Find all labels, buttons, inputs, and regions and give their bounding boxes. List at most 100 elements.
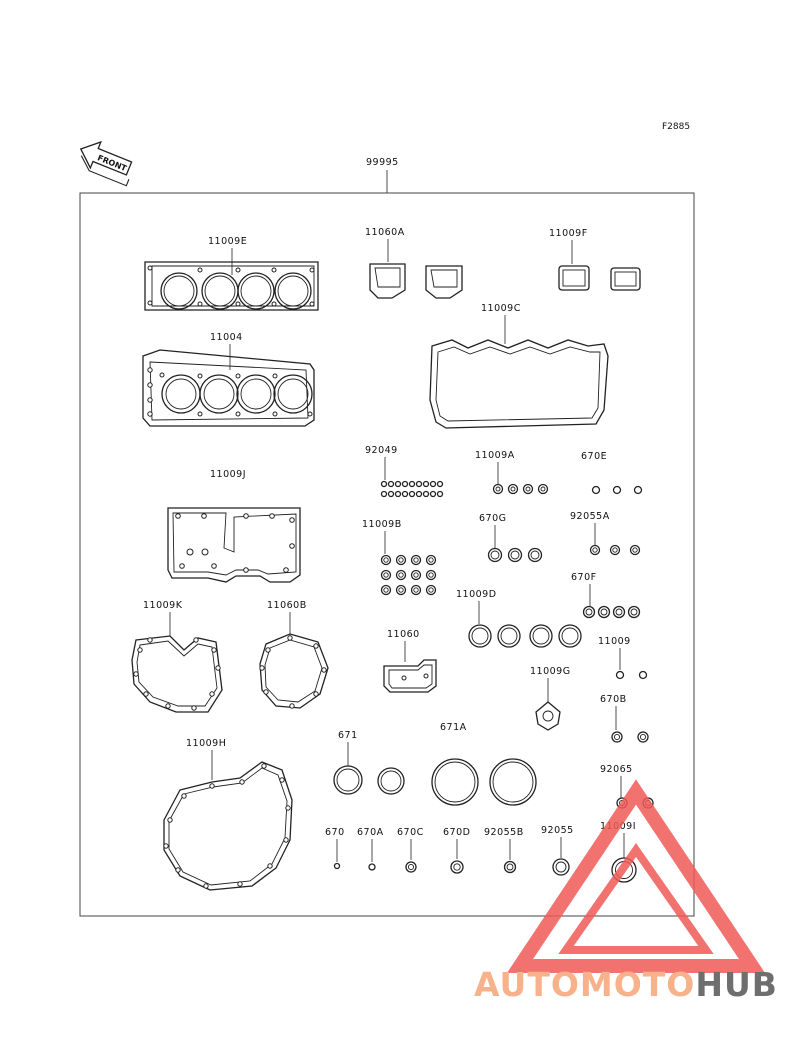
- gasket-11009H: [163, 761, 293, 891]
- label-92055A: 92055A: [570, 511, 610, 522]
- label-670A: 670A: [357, 827, 384, 838]
- label-670F: 670F: [571, 572, 597, 583]
- seal-ring: [429, 490, 437, 498]
- label-11060: 11060: [387, 629, 420, 640]
- seal-ring: [425, 554, 437, 566]
- gasket-11060B: [259, 633, 329, 709]
- label-11060A: 11060A: [365, 227, 405, 238]
- oring-set-671A: [431, 758, 537, 806]
- seal-ring: [410, 569, 422, 581]
- seal-ring: [395, 569, 407, 581]
- label-92055B: 92055B: [484, 827, 524, 838]
- oring-set-670F: [582, 605, 641, 619]
- seal-ring-inner: [383, 587, 389, 593]
- label-11009F: 11009F: [549, 228, 588, 239]
- seal-ring: [415, 490, 423, 498]
- gasket-11009F: [558, 265, 641, 291]
- label-11009A: 11009A: [475, 450, 515, 461]
- label-670G: 670G: [479, 513, 507, 524]
- seal-ring: [380, 480, 388, 488]
- label-11009D: 11009D: [456, 589, 497, 600]
- seal-ring: [415, 480, 423, 488]
- label-11009H: 11009H: [186, 738, 226, 749]
- seal-ring: [380, 569, 392, 581]
- label-11009J: 11009J: [210, 469, 246, 480]
- label-671A: 671A: [440, 722, 467, 733]
- washer-set-11009A: [492, 483, 549, 495]
- gasket-11009E: [144, 261, 319, 311]
- gasket-11009C: [429, 339, 609, 429]
- oring-set-671: [333, 765, 405, 795]
- seal-ring: [429, 480, 437, 488]
- watermark-part-2: HUB: [695, 965, 778, 1004]
- watermark-part-1: AUTOMOTO: [474, 965, 695, 1004]
- oring-set-670E: [591, 485, 643, 495]
- seal-ring: [401, 480, 409, 488]
- gasket-11004: [142, 349, 315, 427]
- seal-ring: [410, 584, 422, 596]
- seal-ring-inner: [383, 572, 389, 578]
- oring-670C: [405, 861, 417, 873]
- label-92055: 92055: [541, 825, 574, 836]
- oring-670D: [450, 860, 464, 874]
- oring-set-670B: [611, 731, 649, 743]
- label-11009K: 11009K: [143, 600, 183, 611]
- oring-set-670G: [487, 547, 543, 563]
- seal-ring: [422, 490, 430, 498]
- seal-ring: [380, 584, 392, 596]
- seal-ring-inner: [398, 587, 404, 593]
- seal-ring: [436, 490, 444, 498]
- label-11009B: 11009B: [362, 519, 402, 530]
- label-670B: 670B: [600, 694, 627, 705]
- seal-ring: [410, 554, 422, 566]
- label-670: 670: [325, 827, 345, 838]
- kit-number-label: 99995: [366, 157, 399, 168]
- oring-92055B: [503, 860, 517, 874]
- seal-ring: [401, 490, 409, 498]
- label-11060B: 11060B: [267, 600, 307, 611]
- label-92049: 92049: [365, 445, 398, 456]
- watermark-text: AUTOMOTOHUB: [474, 965, 778, 1004]
- label-671: 671: [338, 730, 358, 741]
- seal-ring-inner: [413, 557, 419, 563]
- label-670C: 670C: [397, 827, 424, 838]
- seal-ring-inner: [413, 572, 419, 578]
- gasket-11060: [383, 659, 437, 693]
- label-92065: 92065: [600, 764, 633, 775]
- label-11004: 11004: [210, 332, 243, 343]
- seal-ring-inner: [428, 587, 434, 593]
- label-670E: 670E: [581, 451, 607, 462]
- seal-ring: [387, 480, 395, 488]
- label-11009E: 11009E: [208, 236, 247, 247]
- oring-92055: [552, 858, 570, 876]
- seal-ring: [425, 584, 437, 596]
- label-11009C: 11009C: [481, 303, 521, 314]
- oring-set-92055A: [589, 544, 641, 556]
- seal-ring: [422, 480, 430, 488]
- gasket-11060A: [369, 263, 463, 299]
- seal-ring-inner: [413, 587, 419, 593]
- seal-ring: [394, 480, 402, 488]
- seal-ring: [395, 584, 407, 596]
- seal-ring-inner: [383, 557, 389, 563]
- oring-670A: [368, 863, 376, 871]
- seal-ring: [394, 490, 402, 498]
- washer-set-11009: [615, 670, 648, 680]
- seal-ring-inner: [428, 572, 434, 578]
- seal-ring: [380, 554, 392, 566]
- gasket-11009G: [535, 701, 561, 731]
- seal-ring: [408, 490, 416, 498]
- seal-ring-inner: [398, 572, 404, 578]
- label-670D: 670D: [443, 827, 470, 838]
- gasket-11009J: [167, 507, 301, 583]
- seal-ring-inner: [398, 557, 404, 563]
- seal-ring: [408, 480, 416, 488]
- seal-ring: [395, 554, 407, 566]
- seal-ring: [425, 569, 437, 581]
- gasket-11009K: [131, 635, 223, 713]
- label-11009G: 11009G: [530, 666, 571, 677]
- ring-set-11009D: [468, 624, 582, 648]
- label-11009: 11009: [598, 636, 631, 647]
- washer-set-11009B: [380, 554, 437, 596]
